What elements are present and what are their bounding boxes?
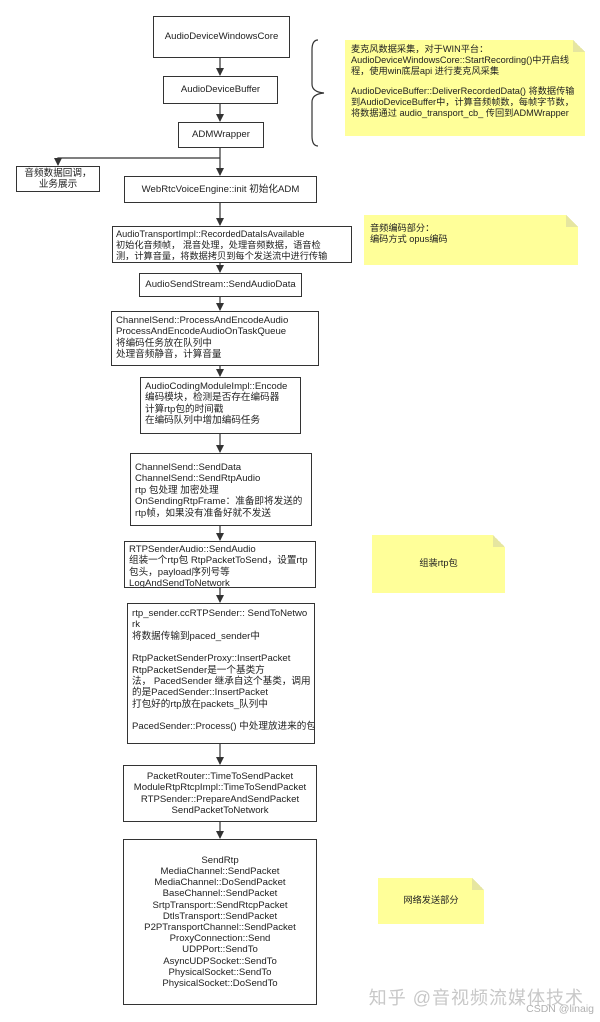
box-label: AudioSendStream::SendAudioData [145, 279, 296, 291]
note-network-send: 网络发送部分 [378, 878, 484, 924]
box-line: 在编码队列中增加编码任务 [145, 415, 261, 427]
arrow-adm-feedback [54, 157, 220, 166]
box-line: AsyncUDPSocket::SendTo [163, 955, 277, 967]
box-line: OnSendingRtpFrame：准备即将发送的 [135, 496, 303, 508]
box-line: 将编码任务放在队列中 [116, 337, 212, 349]
box-line: PacketRouter::TimeToSendPacket [146, 770, 294, 782]
box-line: P2PTransportChannel::SendPacket [144, 922, 296, 933]
box-line: 打包好的rtp放在packets_队列中 [132, 698, 268, 710]
box-line: 业务展示 [38, 179, 78, 190]
note-capture: 麦克风数据采集，对于WIN平台： AudioDeviceWindowsCore:… [345, 40, 585, 136]
box-line: 计算rtp包的时间戳 [145, 403, 224, 415]
box-line: rk [132, 619, 140, 631]
box-line: ProxyConnection::Send [169, 933, 271, 945]
box-audio-transport: AudioTransportImpl::RecordedDataIsAvaila… [112, 226, 352, 263]
note-line: 音频编码部分： [370, 223, 435, 233]
note-line: 麦克风数据采集，对于WIN平台： [351, 44, 489, 54]
box-line: PhysicalSocket::SendTo [168, 966, 272, 978]
box-line: MediaChannel::DoSendPacket [154, 877, 286, 889]
box-line: SendPacketToNetwork [171, 804, 269, 816]
box-line: RTPSenderAudio::SendAudio [129, 544, 256, 555]
box-line: MediaChannel::SendPacket [160, 865, 280, 877]
box-line: RtpPacketSenderProxy::InsertPacket [132, 653, 291, 665]
watermark-sub: CSDN @linaig [526, 1003, 594, 1015]
line-gap [351, 78, 579, 86]
box-line: 初始化音频帧， 混音处理，处理音频数据，语音检 [116, 240, 321, 250]
box-line: ChannelSend::ProcessAndEncodeAudio [116, 315, 289, 326]
box-label: AudioDeviceBuffer [180, 84, 261, 96]
box-line: 组装一个rtp包 RtpPacketToSend，设置rtp [129, 555, 308, 567]
box-line: ModuleRtpRtcpImpl::TimeToSendPacket [133, 782, 307, 794]
box-line: 包头，payload序列号等 [129, 566, 230, 578]
box-line: DtlsTransport::SendPacket [162, 910, 278, 922]
box-line: ChannelSend::SendRtpAudio [135, 473, 261, 485]
box-feedback: 音频数据回调， 业务展示 [16, 166, 100, 192]
box-line: 编码模块，检测是否存在编码器 [145, 392, 280, 404]
box-line: SrtpTransport::SendRtcpPacket [152, 899, 288, 911]
box-line: rtp 包处理 加密处理 [135, 484, 219, 496]
box-channel-send-process: ChannelSend::ProcessAndEncodeAudio Proce… [111, 311, 319, 366]
box-channel-send-data: ChannelSend::SendData ChannelSend::SendR… [130, 453, 312, 526]
brace [311, 39, 325, 147]
line-gap [132, 642, 310, 653]
note-encode: 音频编码部分： 编码方式 opus编码 [364, 215, 578, 265]
box-label: WebRtcVoiceEngine::init 初始化ADM [141, 183, 300, 195]
box-line: AudioTransportImpl::RecordedDataIsAvaila… [116, 229, 305, 239]
box-network-send: SendRtp MediaChannel::SendPacket MediaCh… [123, 839, 317, 1005]
box-audio-device-windows-core: AudioDeviceWindowsCore [153, 16, 290, 58]
box-label: AudioDeviceWindowsCore [164, 31, 279, 43]
box-line: RtpPacketSender是一个基类方 [132, 664, 265, 676]
watermark: 知乎 @音视频流媒体技术 [368, 988, 584, 1008]
box-line: 处理音频静音，计算音量 [116, 349, 222, 361]
box-line: SendRtp [201, 854, 239, 866]
note-line: 组装rtp包 [419, 558, 458, 569]
note-line: AudioDeviceBuffer::DeliverRecordedData()… [351, 85, 575, 119]
box-line: PhysicalSocket::DoSendTo [162, 978, 278, 990]
box-audio-send-stream: AudioSendStream::SendAudioData [139, 273, 302, 297]
note-line: 编码方式 opus编码 [370, 234, 448, 245]
box-line: rtp_sender.ccRTPSender:: SendToNetwo [132, 608, 308, 619]
box-line: 的是PacedSender::InsertPacket [132, 687, 268, 699]
box-audio-coding-module: AudioCodingModuleImpl::Encode 编码模块，检测是否存… [140, 377, 301, 434]
box-line: UDPPort::SendTo [182, 944, 258, 956]
note-line: 网络发送部分 [403, 895, 459, 906]
box-line: ChannelSend::SendData [135, 462, 242, 473]
box-line: 测，计算音量，将数据拷贝到每个发送流中进行传输 [116, 251, 328, 261]
box-adm-wrapper: ADMWrapper [178, 122, 264, 148]
box-line: 法， PacedSender 继承自这个基类，调用 [132, 676, 311, 688]
box-line: 音频数据回调， [24, 168, 92, 179]
box-audio-device-buffer: AudioDeviceBuffer [163, 76, 278, 104]
note-rtp-assembly: 组装rtp包 [372, 535, 505, 593]
box-paced-sender: rtp_sender.ccRTPSender:: SendToNetwo rk … [127, 603, 315, 744]
box-line: LogAndSendToNetwork [129, 578, 230, 588]
box-line: ProcessAndEncodeAudioOnTaskQueue [116, 326, 287, 338]
line-gap [132, 710, 310, 721]
box-rtp-sender-audio: RTPSenderAudio::SendAudio 组装一个rtp包 RtpPa… [124, 541, 316, 588]
note-line: AudioDeviceWindowsCore::StartRecording()… [351, 55, 570, 77]
box-line: PacedSender::Process() 中处理放进来的包 [132, 721, 315, 733]
box-packet-router: PacketRouter::TimeToSendPacket ModuleRtp… [123, 765, 317, 822]
box-line: rtp帧，如果没有准备好就不发送 [135, 507, 271, 519]
box-line: 将数据传输到paced_sender中 [132, 630, 260, 642]
box-label: ADMWrapper [192, 129, 250, 141]
box-line: RTPSender::PrepareAndSendPacket [140, 793, 300, 805]
box-voice-engine-init: WebRtcVoiceEngine::init 初始化ADM [124, 176, 317, 203]
box-line: AudioCodingModuleImpl::Encode [145, 381, 288, 392]
box-line: BaseChannel::SendPacket [162, 888, 278, 900]
